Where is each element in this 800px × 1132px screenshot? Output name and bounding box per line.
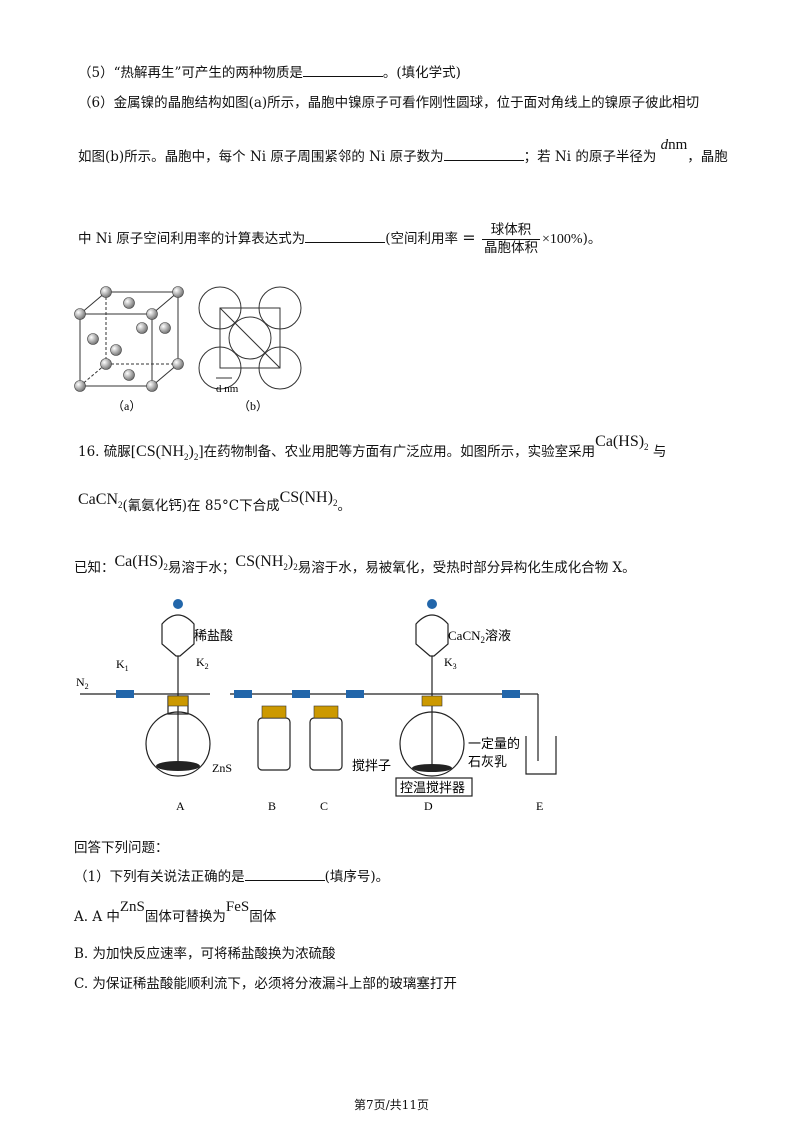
face-diagonal-diagram: [198, 286, 302, 390]
crystal-figures: （a） d nm （b）: [74, 286, 302, 413]
svg-text:d nm: d nm: [216, 383, 239, 395]
page-footer: 第7页/共11页: [354, 1098, 429, 1112]
svg-text:控温搅拌器: 控温搅拌器: [400, 780, 465, 795]
answer-blank: [302, 64, 383, 77]
answer-blank: [244, 868, 325, 881]
radius-expression: dnm: [660, 137, 688, 153]
option-a: A. A 中ZnS固体可替换为FeS固体: [74, 899, 277, 925]
question-16-intro-2: CaCN2(氰氨化钙)在 85°C下合成CS(NH)2。: [78, 489, 351, 514]
question-5: （5）“热解再生”可产生的两种物质是。(填化学式): [78, 64, 461, 81]
apparatus-diagram: 稀盐酸 CaCN2溶液 K1 K2 K3 N2 ZnS 搅拌子 一定量的 石灰乳…: [76, 599, 557, 813]
svg-text:E: E: [536, 799, 543, 813]
svg-text:一定量的: 一定量的: [468, 736, 520, 751]
subquestion-1: （1）下列有关说法正确的是(填序号)。: [74, 868, 390, 885]
svg-text:CaCN2溶液: CaCN2溶液: [448, 628, 511, 645]
svg-text:（b）: （b）: [238, 399, 268, 413]
question-6-line3: 中 Ni 原子空间利用率的计算表达式为(空间利用率 = 球体积晶胞体积×100%…: [78, 222, 602, 256]
answer-blank: [305, 230, 386, 243]
question-16-known: 已知：Ca(HS)2易溶于水；CS(NH2)2易溶于水，易被氧化，受热时部分异构…: [74, 553, 636, 576]
svg-text:石灰乳: 石灰乳: [468, 754, 507, 769]
question-16-intro: 16. 硫脲[CS(NH2)2]在药物制备、农业用肥等方面有广泛应用。如图所示，…: [78, 433, 667, 463]
option-b: B. 为加快反应速率，可将稀盐酸换为浓硫酸: [74, 946, 336, 962]
utilization-fraction: 球体积晶胞体积: [482, 222, 540, 256]
answer-blank: [443, 148, 524, 161]
svg-text:N2: N2: [76, 675, 89, 691]
svg-text:（a）: （a）: [112, 399, 141, 413]
svg-text:ZnS: ZnS: [212, 761, 232, 775]
svg-text:K3: K3: [444, 655, 457, 671]
svg-text:K1: K1: [116, 657, 129, 673]
svg-text:K2: K2: [196, 655, 209, 671]
svg-text:A: A: [176, 799, 185, 813]
svg-text:D: D: [424, 799, 433, 813]
answer-prompt: 回答下列问题：: [74, 840, 169, 856]
svg-text:稀盐酸: 稀盐酸: [194, 628, 233, 643]
svg-text:B: B: [268, 799, 276, 813]
svg-text:C: C: [320, 799, 328, 813]
option-c: C. 为保证稀盐酸能顺利流下，必须将分液漏斗上部的玻璃塞打开: [74, 976, 457, 992]
question-6-line1: （6）金属镍的晶胞结构如图(a)所示，晶胞中镍原子可看作刚性圆球，位于面对角线上…: [78, 95, 700, 111]
svg-text:搅拌子: 搅拌子: [352, 758, 391, 773]
question-6-line2: 如图(b)所示。晶胞中，每个 Ni 原子周围紧邻的 Ni 原子数为；若 Ni 的…: [78, 137, 728, 165]
